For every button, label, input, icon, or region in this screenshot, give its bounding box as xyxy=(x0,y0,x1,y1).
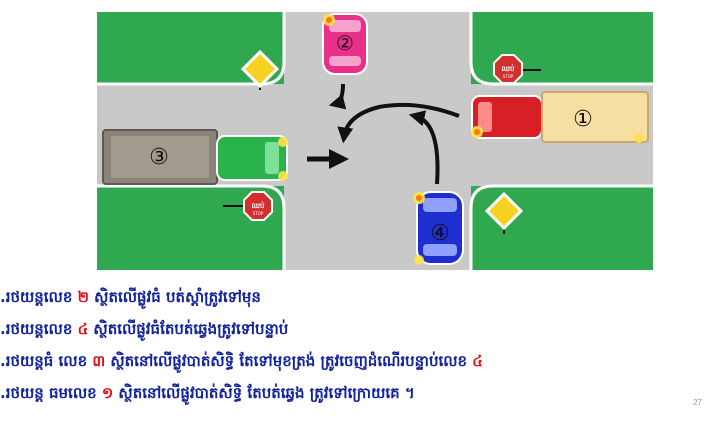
stop-sign-top-right-en: STOP xyxy=(503,74,514,79)
answer-line-2: .រថយន្តលេខ ៤ ស្ថិតលើផ្លូវធំតែបត់ឆ្វេងត្រ… xyxy=(0,320,288,342)
answer-line-1: .រថយន្តលេខ ២ ស្ថិតលើផ្លូវធំ បត់ស្តាំត្រូ… xyxy=(0,288,261,310)
answer-2-text: ស្ថិតលើផ្លូវធំតែបត់ឆ្វេងត្រូវទៅបន្ទាប់ xyxy=(88,320,289,338)
vehicle-3-green-truck: ③ xyxy=(102,129,288,185)
yield-sign-top-left xyxy=(240,49,280,90)
arrow-vehicle-4-left-turn xyxy=(408,110,440,185)
stop-sign-bottom-left: ឈប់ STOP xyxy=(223,191,273,221)
page-number: 27 xyxy=(693,398,702,407)
answer-1-text: ស្ថិតលើផ្លូវធំ បត់ស្តាំត្រូវទៅមុន xyxy=(88,288,261,306)
answer-1-prefix: រថយន្តលេខ xyxy=(5,288,78,306)
answer-4-bullet: . xyxy=(0,384,6,402)
vehicle-4-label: ④ xyxy=(430,221,450,246)
answer-1-bullet: . xyxy=(0,288,6,306)
stop-sign-top-right: ឈប់ STOP xyxy=(493,54,541,84)
vehicle-2-label: ② xyxy=(336,31,354,55)
answer-3-text: ស្ថិតនៅលើផ្លូវបាត់សិទ្ធិ តែទៅមុខត្រង់ ត្… xyxy=(105,352,473,370)
answer-4-number: ១ xyxy=(101,384,114,402)
vehicle-1-label: ① xyxy=(573,107,593,132)
answer-line-3: .រថយន្តធំ លេខ ៣ ស្ថិតនៅលើផ្លូវបាត់សិទ្ធិ… xyxy=(0,352,483,374)
answer-4-text: ស្ថិតនៅលើផ្លូវបាត់សិទ្ធិ តែបត់ឆ្វេង ត្រូ… xyxy=(113,384,415,402)
stop-sign-top-right-khmer: ឈប់ xyxy=(502,64,516,73)
answer-2-prefix: រថយន្តលេខ xyxy=(5,320,78,338)
stop-sign-bottom-left-en: STOP xyxy=(253,211,264,216)
answer-3-prefix: រថយន្តធំ លេខ xyxy=(5,352,93,370)
answer-3-number-2: ៤ xyxy=(472,352,483,370)
vehicle-2-pink-car: ② xyxy=(322,13,368,75)
intersection-diagram: ឈប់ STOP ឈប់ STOP ② ① xyxy=(97,12,653,270)
arrow-vehicle-2-turn xyxy=(328,83,347,110)
arrow-vehicle-1-left-turn xyxy=(337,102,460,144)
answer-line-4: .រថយន្ត ធមលេខ ១ ស្ថិតនៅលើផ្លូវបាត់សិទ្ធិ… xyxy=(0,384,415,406)
answer-2-number: ៤ xyxy=(77,320,89,338)
answer-2-bullet: . xyxy=(0,320,6,338)
vehicle-3-label: ③ xyxy=(149,145,169,170)
vehicle-4-blue-car: ④ xyxy=(413,191,464,265)
answer-1-number: ២ xyxy=(77,288,89,306)
stop-sign-bottom-left-khmer: ឈប់ xyxy=(252,201,266,210)
answer-3-bullet: . xyxy=(0,352,6,370)
answer-4-prefix: រថយន្ត ធមលេខ xyxy=(5,384,102,402)
yield-sign-bottom-right xyxy=(484,191,524,234)
answer-3-number: ៣ xyxy=(92,352,106,370)
vehicle-1-red-truck: ① xyxy=(471,91,649,143)
